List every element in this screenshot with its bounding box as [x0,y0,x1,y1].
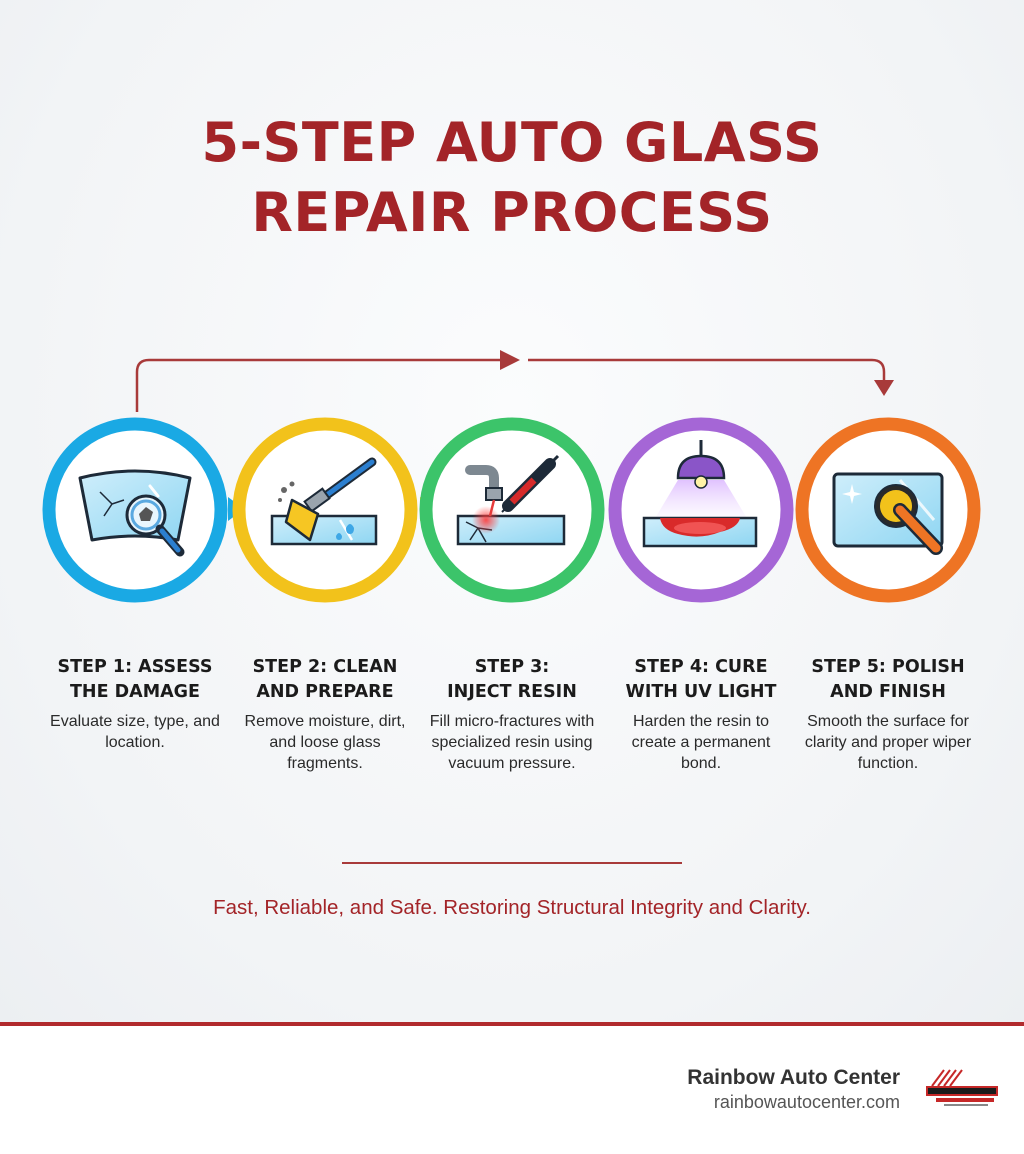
step-3: STEP 3: INJECT RESIN Fill micro-fracture… [423,655,601,774]
brand-url[interactable]: rainbowautocenter.com [713,1092,900,1112]
cleaning-brush-icon [270,457,378,546]
page-title: 5-STEP AUTO GLASS REPAIR PROCESS [201,111,823,244]
step-5-title: STEP 5: POLISH AND FINISH [811,657,965,702]
process-flow-diagram [42,350,981,603]
cracked-windshield-magnifier-icon [78,469,192,557]
step-1: STEP 1: ASSESS THE DAMAGE Evaluate size,… [46,655,224,753]
step-4-description: Harden the resin to create a permanent b… [631,713,771,772]
step-2-title: STEP 2: CLEAN AND PREPARE [252,657,398,702]
step-1-title: STEP 1: ASSESS THE DAMAGE [57,657,213,702]
uv-lamp-icon [642,440,758,548]
steps-list: STEP 1: ASSESS THE DAMAGE Evaluate size,… [0,655,1024,815]
step-2: STEP 2: CLEAN AND PREPARE Remove moistur… [236,655,414,774]
step-1-description: Evaluate size, type, and location. [50,713,220,751]
tagline: Fast, Reliable, and Safe. Restoring Stru… [213,896,811,919]
step-4: STEP 4: CURE WITH UV LIGHT Harden the re… [612,655,790,774]
step-circle-2 [232,417,418,603]
top-connector-arrow [135,350,894,412]
step-3-description: Fill micro-fractures with specialized re… [429,713,595,772]
step-3-title: STEP 3: INJECT RESIN [447,657,577,702]
rainbow-logo-icon [926,1069,998,1106]
divider [342,862,682,864]
polisher-icon [832,472,944,555]
footer-divider [0,1022,1024,1026]
infographic-canvas: 5-STEP AUTO GLASS REPAIR PROCESS [0,0,1024,1024]
step-5-description: Smooth the surface for clarity and prope… [804,713,972,772]
resin-injector-icon [456,454,566,546]
step-2-description: Remove moisture, dirt, and loose glass f… [244,713,406,772]
footer: Rainbow Auto Center rainbowautocenter.co… [0,1026,1024,1154]
step-5: STEP 5: POLISH AND FINISH Smooth the sur… [799,655,977,774]
step-4-title: STEP 4: CURE WITH UV LIGHT [625,657,777,702]
brand-name: Rainbow Auto Center [687,1066,900,1089]
